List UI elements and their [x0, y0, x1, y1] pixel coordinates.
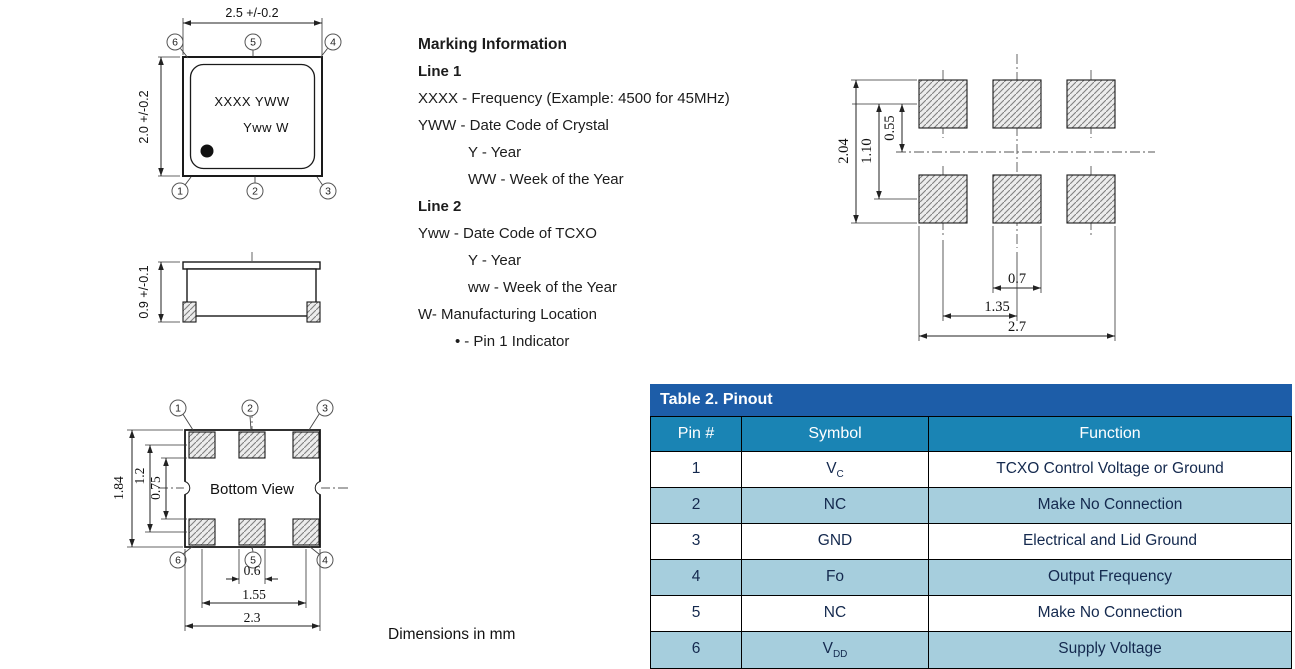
symbol-cell: VC: [742, 452, 929, 489]
marking-line2-datecode: Yww - Date Code of TCXO: [418, 225, 597, 242]
land-pattern-left-dimensions: 2.04 1.10 0.55: [836, 79, 917, 224]
marking-line1-year: Y - Year: [468, 144, 522, 161]
side-view-height-dimension: 0.9 +/-0.1: [137, 261, 180, 323]
dimension-label: 0.55: [882, 115, 898, 140]
marking-line2-year: Y - Year: [468, 252, 522, 269]
function-cell: Supply Voltage: [929, 632, 1292, 669]
svg-text:5: 5: [250, 37, 256, 49]
marking-line1-text: XXXX YWW: [214, 94, 290, 109]
marking-title: Marking Information: [418, 36, 567, 53]
bottom-view-drawing: Bottom View 1 2 3 6 5 4 1.84 1.2: [111, 399, 348, 631]
pin-cell: 2: [651, 488, 742, 525]
symbol-header: Symbol: [742, 417, 929, 452]
pin1-indicator-dot: [200, 144, 214, 158]
svg-text:6: 6: [175, 555, 181, 567]
pin1-indicator-bullet: •: [455, 333, 461, 350]
marking-line1-week: WW - Week of the Year: [468, 171, 624, 188]
pin-callouts-bottom-row: 1 2 3: [171, 176, 337, 200]
dimension-label: 1.84: [111, 476, 126, 500]
side-view-drawing: 0.9 +/-0.1: [137, 252, 321, 323]
pinout-table: Table 2. Pinout Pin # Symbol Function 1 …: [650, 384, 1292, 669]
symbol-cell: NC: [742, 596, 929, 633]
dimension-label: 0.9 +/-0.1: [137, 265, 151, 318]
marking-pin1-indicator: •- Pin 1 Indicator: [418, 328, 768, 355]
dimensions-note: Dimensions in mm: [388, 626, 516, 643]
svg-text:5: 5: [250, 555, 256, 567]
marking-line2-text: Yww W: [243, 120, 289, 135]
dimension-label: 1.35: [984, 299, 1009, 315]
pin-number-header: Pin #: [651, 417, 742, 452]
top-view-height-dimension: 2.0 +/-0.2: [137, 56, 180, 177]
marking-line2-heading: Line 2: [418, 198, 462, 215]
dimension-label: 2.3: [244, 610, 261, 625]
datasheet-page: { "top_view": { "dim_width": "2.5 +/-0.2…: [111, 6, 1292, 669]
function-cell: Make No Connection: [929, 596, 1292, 633]
bottom-view-label: Bottom View: [210, 481, 294, 498]
pin-cell: 6: [651, 632, 742, 669]
symbol-cell: Fo: [742, 560, 929, 597]
svg-text:3: 3: [325, 186, 331, 198]
marking-line1-heading: Line 1: [418, 63, 462, 80]
function-cell: TCXO Control Voltage or Ground: [929, 452, 1292, 489]
marking-information: Marking Information Line 1 XXXX - Freque…: [418, 31, 768, 355]
svg-text:4: 4: [330, 37, 336, 49]
svg-text:6: 6: [172, 37, 178, 49]
land-pattern-drawing: 2.04 1.10 0.55 0.7 1.35 2.7: [836, 54, 1155, 341]
pin-callouts-top-row: 6 5 4: [166, 33, 342, 59]
symbol-subscript: C: [836, 469, 844, 481]
pin-cell: 4: [651, 560, 742, 597]
top-view-drawing: 2.5 +/-0.2 2.0 +/-0.2 XXXX YWW Yww W 6 5…: [137, 6, 342, 200]
pin-callouts-bottom-row: 6 5 4: [169, 545, 334, 569]
symbol-cell: VDD: [742, 632, 929, 669]
marking-line1-datecode: YWW - Date Code of Crystal: [418, 117, 609, 134]
dimension-label: 2.04: [836, 138, 852, 164]
pin1-indicator-text: - Pin 1 Indicator: [464, 333, 570, 350]
function-cell: Make No Connection: [929, 488, 1292, 525]
dimension-label: 2.7: [1008, 319, 1026, 335]
marking-mfg-location: W- Manufacturing Location: [418, 306, 597, 323]
dimension-label: 1.55: [242, 587, 266, 602]
marking-line2-week: ww - Week of the Year: [468, 279, 617, 296]
marking-line1-frequency: XXXX - Frequency (Example: 4500 for 45MH…: [418, 90, 730, 107]
symbol-subscript: DD: [832, 649, 848, 661]
svg-text:4: 4: [322, 555, 328, 567]
package-side-outline: [182, 261, 321, 323]
pin-cell: 1: [651, 452, 742, 489]
dimension-label: 0.6: [244, 563, 261, 578]
symbol-cell: GND: [742, 524, 929, 561]
svg-text:2: 2: [247, 403, 253, 415]
dimension-label: 0.75: [148, 476, 163, 500]
function-cell: Output Frequency: [929, 560, 1292, 597]
pin-cell: 3: [651, 524, 742, 561]
svg-text:1: 1: [175, 403, 181, 415]
dimension-label: 2.0 +/-0.2: [137, 90, 151, 143]
package-top-outline: XXXX YWW Yww W: [182, 56, 323, 177]
svg-text:1: 1: [177, 186, 183, 198]
dimension-label: 1.2: [132, 468, 147, 485]
land-pattern-pads: [918, 79, 1116, 224]
dimension-label: 1.10: [859, 138, 875, 163]
function-header: Function: [929, 417, 1292, 452]
svg-text:3: 3: [322, 403, 328, 415]
pin-cell: 5: [651, 596, 742, 633]
bottom-view-left-dimensions: 1.84 1.2 0.75: [111, 429, 187, 548]
side-pad-right: [306, 301, 321, 323]
pin-callouts-top-row: 1 2 3: [169, 399, 334, 431]
pinout-table-grid: Pin # Symbol Function 1 VC TCXO Control …: [650, 416, 1292, 669]
symbol-cell: NC: [742, 488, 929, 525]
svg-text:2: 2: [252, 186, 258, 198]
pinout-table-title: Table 2. Pinout: [650, 384, 1292, 416]
side-pad-left: [182, 301, 197, 323]
top-view-width-dimension: 2.5 +/-0.2: [182, 6, 323, 55]
land-pattern-bottom-dimensions: 0.7 1.35 2.7: [918, 226, 1116, 341]
bottom-view-bottom-dimensions: 0.6 1.55 2.3: [184, 549, 321, 631]
dimension-label: 2.5 +/-0.2: [225, 6, 278, 20]
function-cell: Electrical and Lid Ground: [929, 524, 1292, 561]
